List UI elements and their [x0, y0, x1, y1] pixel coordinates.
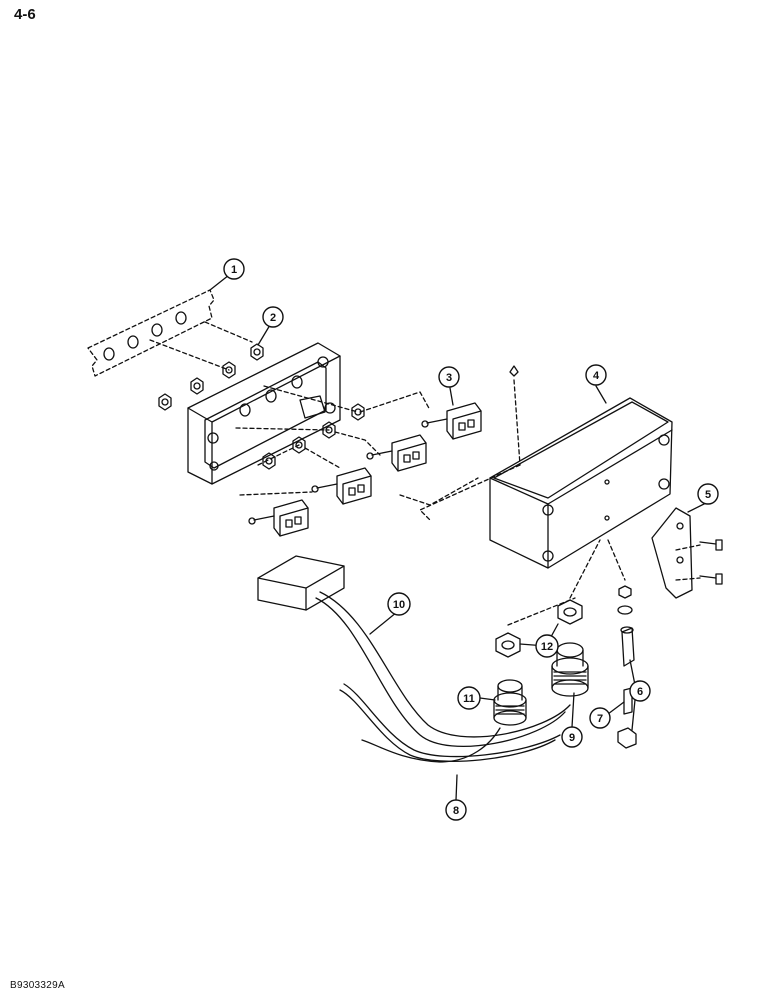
callout-11: 11 — [457, 686, 481, 710]
bulkhead-connectors — [493, 642, 589, 726]
svg-text:6: 6 — [637, 686, 643, 698]
svg-text:3: 3 — [446, 372, 452, 384]
svg-text:9: 9 — [569, 732, 575, 744]
callout-bubbles: 1 2 3 4 5 6 7 8 9 10 11 12 — [223, 258, 719, 821]
switch-housing — [187, 342, 341, 485]
toggle-switches — [248, 402, 482, 537]
callout-2: 2 — [262, 306, 284, 328]
callout-7: 7 — [589, 707, 611, 729]
svg-text:4: 4 — [593, 370, 600, 382]
callout-12: 12 — [535, 634, 559, 658]
callout-8: 8 — [445, 799, 467, 821]
harness-cables — [315, 591, 571, 763]
svg-text:11: 11 — [463, 693, 475, 705]
decal-strip — [87, 289, 215, 377]
svg-text:7: 7 — [597, 713, 603, 725]
callout-5: 5 — [697, 483, 719, 505]
svg-text:12: 12 — [541, 641, 553, 653]
page-number: 4-6 — [14, 6, 36, 23]
svg-text:10: 10 — [393, 599, 405, 611]
callout-10: 10 — [387, 592, 411, 616]
svg-text:5: 5 — [705, 489, 711, 501]
switch-nuts — [158, 343, 365, 470]
callout-6: 6 — [629, 680, 651, 702]
callout-9: 9 — [561, 726, 583, 748]
callout-leaders — [209, 274, 707, 801]
callout-1: 1 — [223, 258, 245, 280]
figure-code: B9303329A — [10, 980, 65, 991]
lamp-socket — [617, 626, 637, 749]
leader-lines — [149, 321, 701, 626]
mounting-bracket — [651, 507, 723, 599]
svg-text:1: 1 — [231, 264, 237, 276]
svg-text:8: 8 — [453, 805, 459, 817]
callout-4: 4 — [585, 364, 607, 386]
control-box — [489, 365, 673, 569]
callout-3: 3 — [438, 366, 460, 388]
cable-connector-block — [257, 555, 345, 611]
box-nut — [509, 365, 519, 377]
housing-hole — [207, 432, 219, 444]
svg-text:2: 2 — [270, 312, 276, 324]
